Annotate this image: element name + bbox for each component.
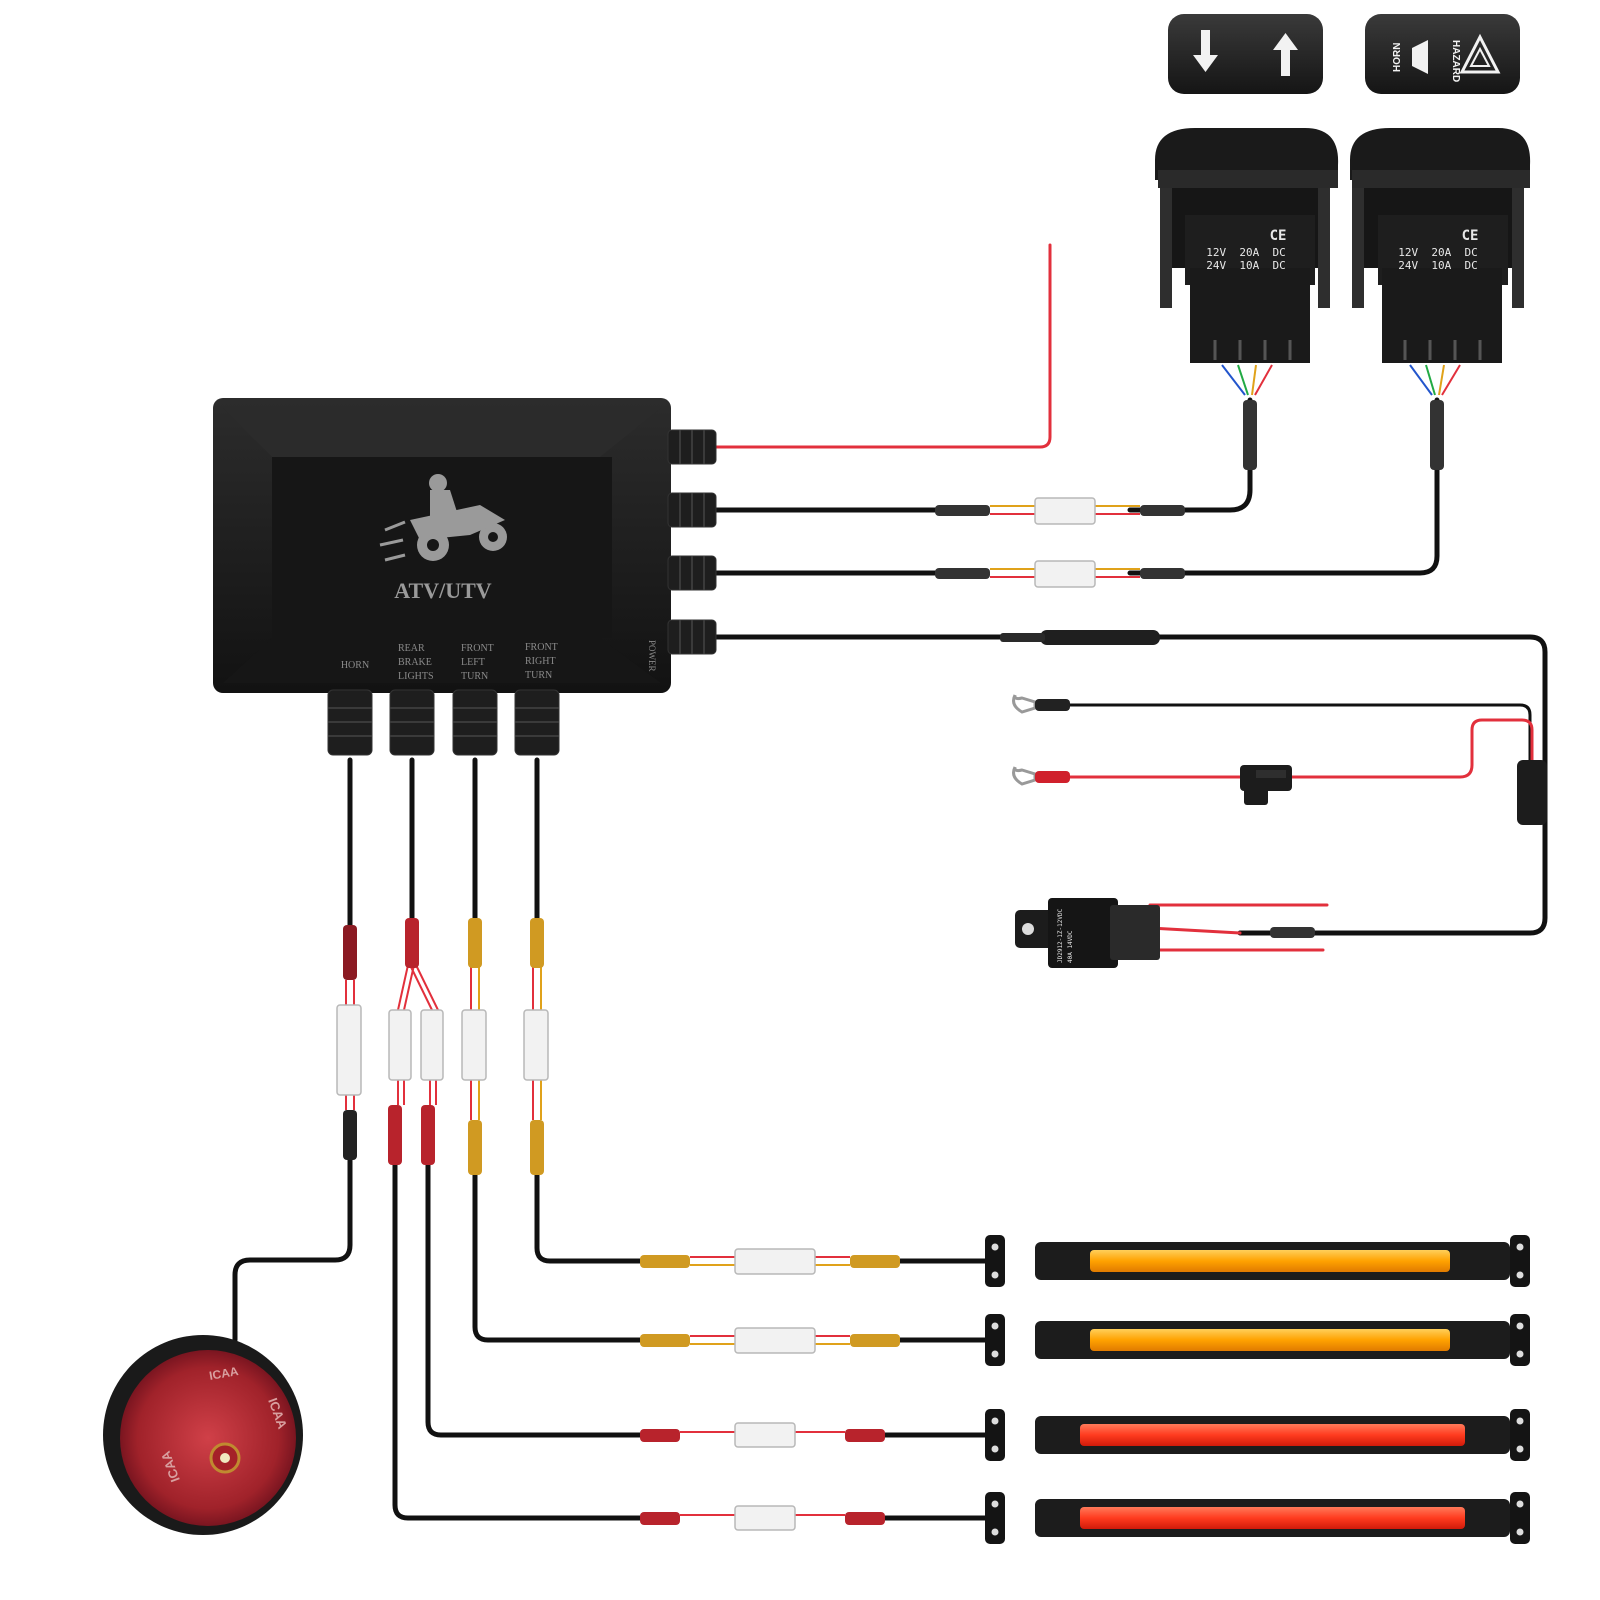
wire-splice-joint [1517,760,1547,825]
bottom-ports [327,689,560,756]
switch-cap-horn-hazard: HORN HAZARD [1365,14,1520,94]
power-cable [712,634,1548,936]
horn-icon [1412,40,1428,74]
side-ports [667,429,717,655]
front-left-cable-b [472,1172,643,1343]
ground-wire [1068,703,1532,762]
rocker-switch-2: CE 12V 20A DC 24V 10A DC [1350,128,1531,363]
light-bar-front-right [985,1235,1530,1287]
switch2-rating-line1: 12V 20A DC [1398,246,1477,259]
switch1-cable-b [1127,397,1253,513]
horn-cable-b [232,1132,353,1343]
arrow-down-icon [1193,30,1218,72]
switch2-ce-mark: CE [1462,228,1479,244]
switch-cap-turn [1168,14,1323,94]
ground-fork-terminal [1012,694,1070,714]
light-bar-front-left [985,1314,1530,1366]
arrow-up-icon [1273,33,1298,76]
fuse-holder [1240,765,1292,805]
accessory-red-wire [713,243,1052,449]
light-bar-brake-2 [985,1492,1530,1544]
port-label-front-left: FRONT LEFT TURN [461,643,496,682]
hazard-triangle-icon [1459,33,1501,74]
box-logo-text: ATV/UTV [394,578,491,603]
cap-hazard-label: HAZARD [1450,40,1461,82]
switch2-cable-b [1127,397,1440,576]
switch1-rating-line1: 12V 20A DC [1206,246,1285,259]
switch2-rating-line2: 24V 10A DC [1398,259,1477,272]
port-label-rear-brake: REAR BRAKE LIGHTS [398,643,434,682]
port-label-front-right: FRONT RIGHT TURN [525,642,560,681]
heat-shrinks [343,400,1444,1525]
switch1-ce-mark: CE [1270,228,1287,244]
control-box: ATV/UTV HORN REAR BRAKE LIGHTS FRONT LEF… [213,398,717,756]
port-label-horn: HORN [341,660,369,671]
cap-horn-label: HORN [1392,43,1403,72]
relay-lead-mid [1148,926,1242,935]
horn: ICAA ICAA ICAA [103,1335,303,1535]
rocker-switch-1: CE 12V 20A DC 24V 10A DC [1155,128,1339,363]
atv-rider-logo [379,474,507,562]
relay-text-2: 40A 14VDC [1067,930,1074,963]
relay-text-1: JD2912-1Z-12VDC [1057,908,1064,963]
switch1-rating-line2: 24V 10A DC [1206,259,1285,272]
positive-wire [1068,718,1534,779]
light-bar-brake-1 [985,1409,1530,1461]
relay: JD2912-1Z-12VDC 40A 14VDC [1015,898,1160,968]
front-right-cable-b [534,1172,643,1264]
brake-cable-left [392,1162,643,1521]
positive-fork-terminal [1012,766,1070,786]
bottom-port-labels: HORN REAR BRAKE LIGHTS FRONT LEFT TURN F… [341,640,657,682]
connector-fans [345,364,1461,1516]
brake-cable-right [425,1162,643,1438]
horn-brand-3: ICAA [208,1364,240,1383]
port-label-power: POWER [647,640,657,672]
inline-connectors [336,497,1096,1531]
